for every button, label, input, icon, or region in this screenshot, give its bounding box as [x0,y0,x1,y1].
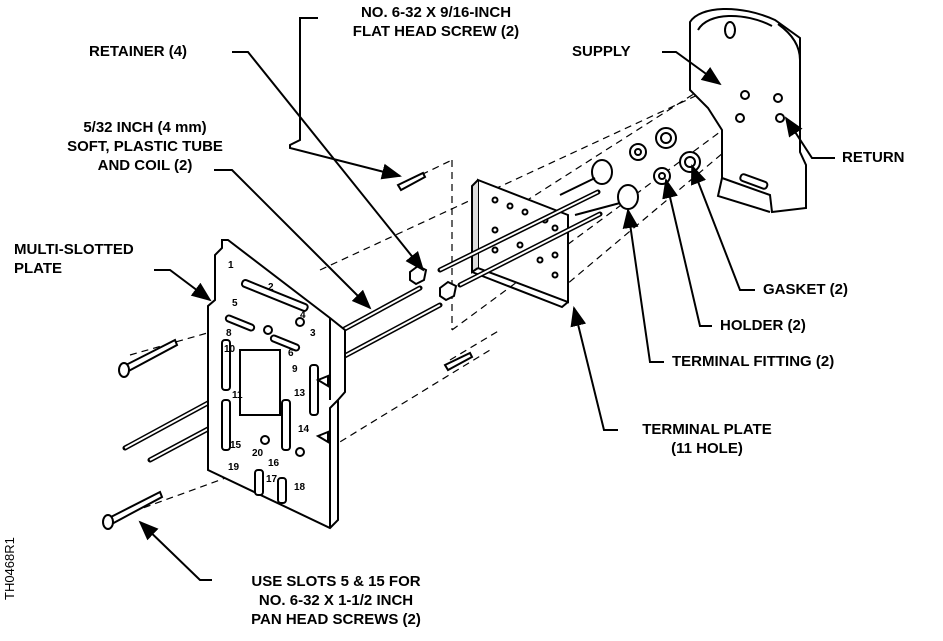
flat-head-screw-label-line1: NO. 6-32 X 9/16-INCH [360,4,512,21]
flat-head-screw-label-line2: FLAT HEAD SCREW (2) [352,23,520,40]
slot-number: 17 [266,474,278,485]
slot-number: 16 [268,458,280,469]
slot-number: 18 [294,482,306,493]
screws [102,171,474,530]
plastic-tube-label: 5/32 INCH (4 mm) SOFT, PLASTIC TUBE AND … [50,118,240,175]
holders [629,143,671,185]
terminal-plate-label-line2: (11 HOLE) [671,440,743,457]
leader-lines [138,17,835,581]
multi-slotted-plate-label-line2: PLATE [14,260,63,277]
terminal-fittings [559,159,639,216]
pan-head-screw-instruction-line3: PAN HEAD SCREWS (2) [251,611,421,628]
terminal-fitting-label: TERMINAL FITTING (2) [672,353,835,370]
slot-number: 10 [224,344,236,355]
multi-slotted-plate [207,239,346,530]
multi-slotted-plate-label-line1: MULTI-SLOTTED [14,241,134,258]
slot-number: 2 [268,282,274,293]
slot-number: 15 [230,440,242,451]
return-label: RETURN [842,149,905,166]
slot-number: 4 [300,310,306,321]
plate-slot-numbers: 1 2 3 4 5 6 8 9 10 11 13 14 15 16 17 18 … [224,260,316,493]
figure-id: TH0468R1 [2,537,17,600]
slot-number: 14 [298,424,310,435]
mounting-bracket [689,8,807,214]
gasket-label: GASKET (2) [763,281,849,298]
slot-number: 9 [292,364,298,375]
terminal-plate [471,178,569,309]
slot-number: 20 [252,448,264,459]
terminal-plate-label: TERMINAL PLATE (11 HOLE) [622,420,792,458]
gaskets [655,127,701,173]
retainers [409,264,458,302]
plastic-tube-label-line2: SOFT, PLASTIC TUBE [67,138,223,155]
pan-head-screw-instruction-line2: NO. 6-32 X 1-1/2 INCH [258,592,414,609]
slot-number: 13 [294,388,306,399]
terminal-plate-label-line1: TERMINAL PLATE [642,421,772,438]
slot-number: 19 [228,462,240,473]
slot-number: 1 [228,260,234,271]
supply-label: SUPPLY [572,43,631,60]
holder-label: HOLDER (2) [720,317,806,334]
pan-head-screw-instruction-label: USE SLOTS 5 & 15 FOR NO. 6-32 X 1-1/2 IN… [218,572,454,629]
slot-number: 11 [232,390,243,401]
slot-number: 6 [288,348,294,359]
multi-slotted-plate-label: MULTI-SLOTTED PLATE [14,240,134,278]
slot-number: 5 [232,298,238,309]
plastic-tube-label-line1: 5/32 INCH (4 mm) [83,119,207,136]
flat-head-screw-label: NO. 6-32 X 9/16-INCH FLAT HEAD SCREW (2) [318,3,554,41]
slot-number: 3 [310,328,316,339]
pan-head-screw-instruction-line1: USE SLOTS 5 & 15 FOR [251,573,421,590]
retainer-label: RETAINER (4) [89,43,188,60]
plastic-tube-label-line3: AND COIL (2) [97,157,193,174]
slot-number: 8 [226,328,232,339]
